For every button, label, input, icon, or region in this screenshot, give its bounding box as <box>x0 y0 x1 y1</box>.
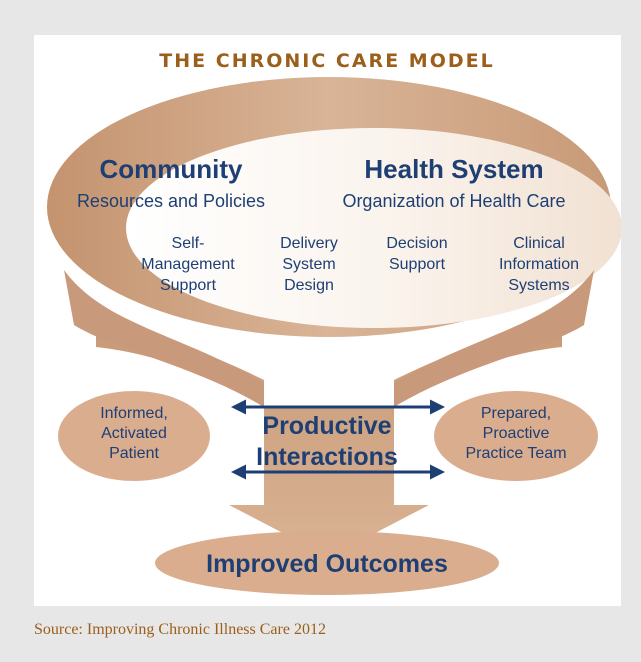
element-line: System <box>282 256 335 273</box>
team-line: Proactive <box>483 425 550 442</box>
element-decision-support: Decision Support <box>386 235 447 273</box>
patient-line: Patient <box>109 445 159 462</box>
inner-ellipse <box>126 128 621 328</box>
patient-line: Informed, <box>100 405 168 422</box>
element-line: Information <box>499 256 579 273</box>
element-line: Management <box>141 256 235 273</box>
left-swoosh <box>64 270 264 407</box>
element-line: Clinical <box>513 235 565 252</box>
community-subheading: Resources and Policies <box>77 191 265 211</box>
interactions-line-1: Productive <box>262 412 391 440</box>
element-line: Support <box>389 256 446 273</box>
patient-ellipse <box>58 391 210 481</box>
element-line: Self- <box>172 235 205 252</box>
element-clinical-information-systems: Clinical Information Systems <box>499 235 579 294</box>
element-line: Design <box>284 277 334 294</box>
patient-line: Activated <box>101 425 167 442</box>
element-line: Decision <box>386 235 447 252</box>
element-delivery-system-design: Delivery System Design <box>280 235 338 294</box>
right-swoosh <box>394 270 594 407</box>
team-line: Prepared, <box>481 405 551 422</box>
element-line: Support <box>160 277 217 294</box>
chronic-care-model-diagram: THE CHRONIC CARE MODEL Community Resourc… <box>47 50 621 595</box>
funnel-arrow <box>96 325 562 557</box>
team-line: Practice Team <box>465 445 566 462</box>
outcomes-ellipse <box>155 531 499 595</box>
diagram-panel: THE CHRONIC CARE MODEL Community Resourc… <box>34 35 621 606</box>
community-heading: Community <box>100 154 244 184</box>
element-line: Systems <box>508 277 569 294</box>
interactions-line-2: Interactions <box>256 443 398 471</box>
outcomes-label: Improved Outcomes <box>206 550 448 578</box>
diagram-title: THE CHRONIC CARE MODEL <box>159 50 494 72</box>
element-self-management: Self- Management Support <box>141 235 235 294</box>
team-ellipse <box>434 391 598 481</box>
health-system-subheading: Organization of Health Care <box>342 191 565 211</box>
health-system-heading: Health System <box>364 154 543 184</box>
element-line: Delivery <box>280 235 338 252</box>
source-caption: Source: Improving Chronic Illness Care 2… <box>34 621 326 638</box>
